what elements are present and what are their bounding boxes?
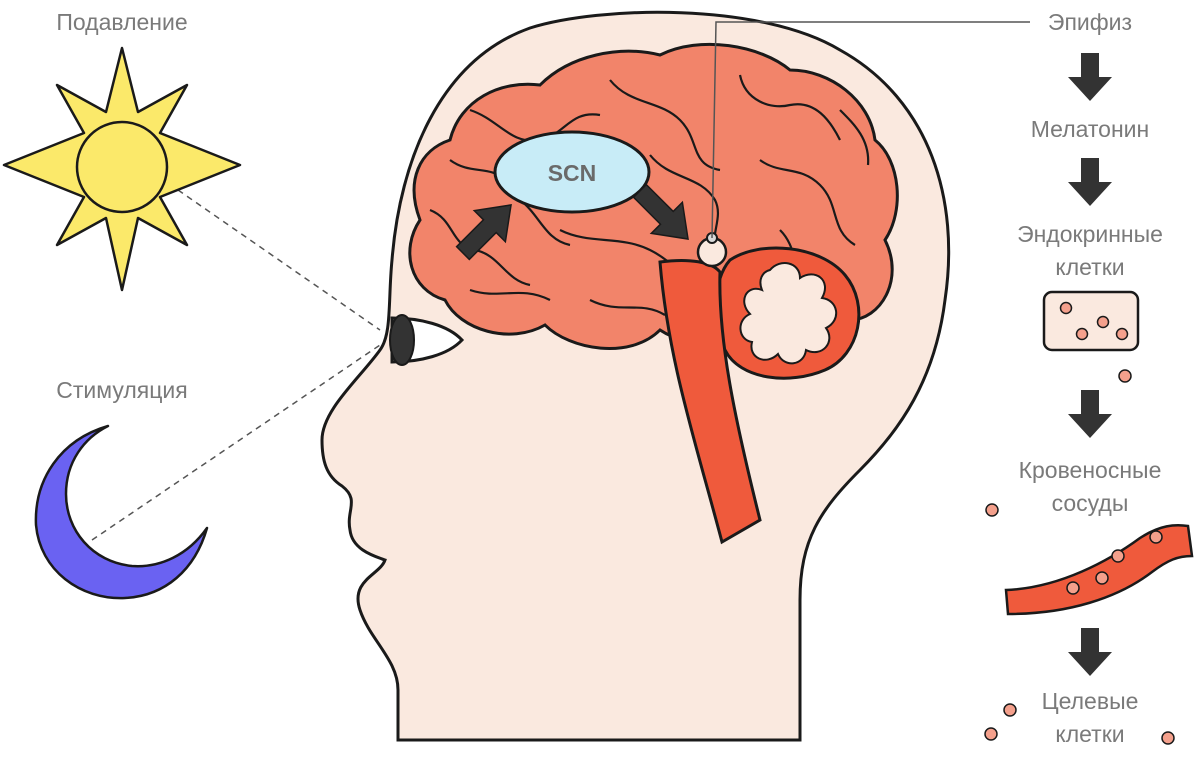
- blood-vessel: [1004, 523, 1194, 616]
- moon-icon: [34, 424, 209, 600]
- eye: [389, 314, 465, 366]
- blood-dot-outside: [985, 503, 999, 517]
- suppression-label: Подавление: [56, 9, 187, 35]
- melatonin-label: Мелатонин: [1031, 116, 1149, 142]
- target-dot-3: [1161, 731, 1175, 745]
- endocrine-label-line1: Эндокринные: [1017, 221, 1163, 247]
- pathway-arrow-3: [1068, 390, 1112, 438]
- pineal-label: Эпифиз: [1048, 9, 1132, 35]
- endocrine-label-line2: клетки: [1055, 254, 1124, 280]
- pathway-arrow-4: [1068, 628, 1112, 676]
- scn-label: SCN: [548, 160, 597, 186]
- blood-label-line1: Кровеносные: [1019, 457, 1162, 483]
- target-label-line1: Целевые: [1042, 688, 1139, 714]
- pathway-arrow-2: [1068, 158, 1112, 206]
- target-dot-2: [984, 727, 998, 741]
- moon-sight-line: [91, 344, 381, 541]
- secreted-dot: [1118, 369, 1132, 383]
- blood-label-line2: сосуды: [1052, 490, 1129, 516]
- pathway-arrow-1: [1068, 53, 1112, 101]
- arrow-eye-to-scn: [455, 204, 512, 261]
- arrow-scn-to-pineal: [632, 183, 689, 240]
- sun-icon: [2, 46, 242, 292]
- target-label-line2: клетки: [1055, 721, 1124, 747]
- stimulation-label: Стимуляция: [56, 377, 187, 403]
- target-dot-1: [1003, 703, 1017, 717]
- endocrine-cell-box: [1042, 290, 1140, 352]
- scn-nucleus: [493, 130, 651, 214]
- pineal-leader-line: [711, 21, 1030, 239]
- sun-sight-line: [177, 189, 381, 331]
- cerebellum: [714, 246, 861, 380]
